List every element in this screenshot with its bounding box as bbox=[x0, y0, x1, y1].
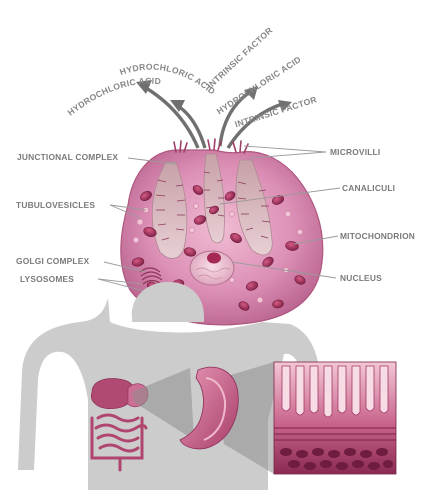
arrow-left-inner bbox=[170, 100, 205, 148]
secretion-labels: HYDROCHLORIC ACID HYDROCHLORIC ACID INTR… bbox=[66, 25, 319, 130]
label-junctional-complex: JUNCTIONAL COMPLEX bbox=[17, 152, 118, 162]
label-lysosomes: LYSOSOMES bbox=[20, 274, 74, 284]
label-tubulovesicles: TUBULOVESICLES bbox=[16, 200, 95, 210]
label-nucleus: NUCLEUS bbox=[340, 273, 382, 283]
label-canaliculi: CANALICULI bbox=[342, 183, 395, 193]
label-hydrochloric-acid-left-inner: HYDROCHLORIC ACID bbox=[66, 76, 162, 118]
label-mitochondrion: MITOCHONDRION bbox=[340, 231, 415, 241]
gastric-mucosa-panel bbox=[274, 362, 396, 474]
nucleus bbox=[190, 251, 234, 285]
label-golgi-complex: GOLGI COMPLEX bbox=[16, 256, 90, 266]
label-intrinsic-factor-right: INTRINSIC FACTOR bbox=[234, 94, 319, 129]
label-microvilli: MICROVILLI bbox=[330, 147, 380, 157]
